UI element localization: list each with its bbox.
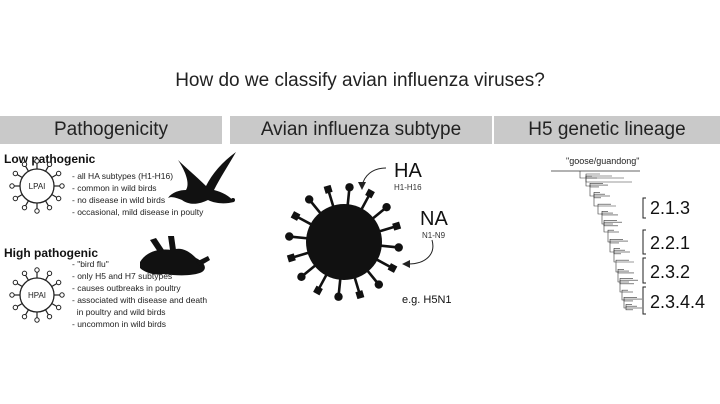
ha-range: H1-H16: [394, 183, 422, 192]
list-item: - uncommon in wild birds: [72, 319, 167, 329]
pathogenicity-header: Pathogenicity: [0, 116, 222, 144]
subtype-example: e.g. H5N1: [402, 294, 452, 306]
lineage-header: H5 genetic lineage: [494, 116, 720, 144]
subtype-header-label: Avian influenza subtype: [260, 119, 462, 140]
high-pathogenic-list: - "bird flu" - only H5 and H7 subtypes -…: [72, 258, 207, 330]
clade-label: 2.1.3: [650, 198, 691, 218]
list-item: in poultry and wild birds: [72, 307, 166, 317]
low-pathogenic-list: - all HA subtypes (H1-H16) - common in w…: [72, 170, 203, 218]
clade-label: 2.2.1: [650, 233, 691, 253]
lineage-header-label: H5 genetic lineage: [528, 119, 686, 140]
list-item: - only H5 and H7 subtypes: [72, 271, 173, 281]
lpai-label: LPAI: [28, 182, 46, 191]
list-item: - causes outbreaks in poultry: [72, 283, 181, 293]
page-title: How do we classify avian influenza virus…: [175, 70, 545, 91]
subtype-header: Avian influenza subtype: [230, 116, 492, 144]
na-range: N1-N9: [422, 231, 446, 240]
hpai-label: HPAI: [27, 291, 47, 300]
list-item: - "bird flu": [72, 259, 109, 269]
ha-label: HA: [394, 160, 422, 182]
na-label: NA: [420, 208, 448, 230]
clade-label: 2.3.4.4: [650, 292, 706, 312]
list-item: - common in wild birds: [72, 183, 157, 193]
high-pathogenic-heading: High pathogenic: [4, 246, 98, 260]
list-item: - occasional, mild disease in poulty: [72, 207, 204, 217]
list-item: - associated with disease and death: [72, 295, 208, 305]
list-item: - no disease in wild birds: [72, 195, 166, 205]
low-pathogenic-heading: Low pathogenic: [4, 152, 96, 166]
root-label: "goose/guandong": [566, 156, 640, 166]
clade-label: 2.3.2: [650, 262, 691, 282]
pathogenicity-header-label: Pathogenicity: [53, 119, 169, 140]
list-item: - all HA subtypes (H1-H16): [72, 171, 174, 181]
